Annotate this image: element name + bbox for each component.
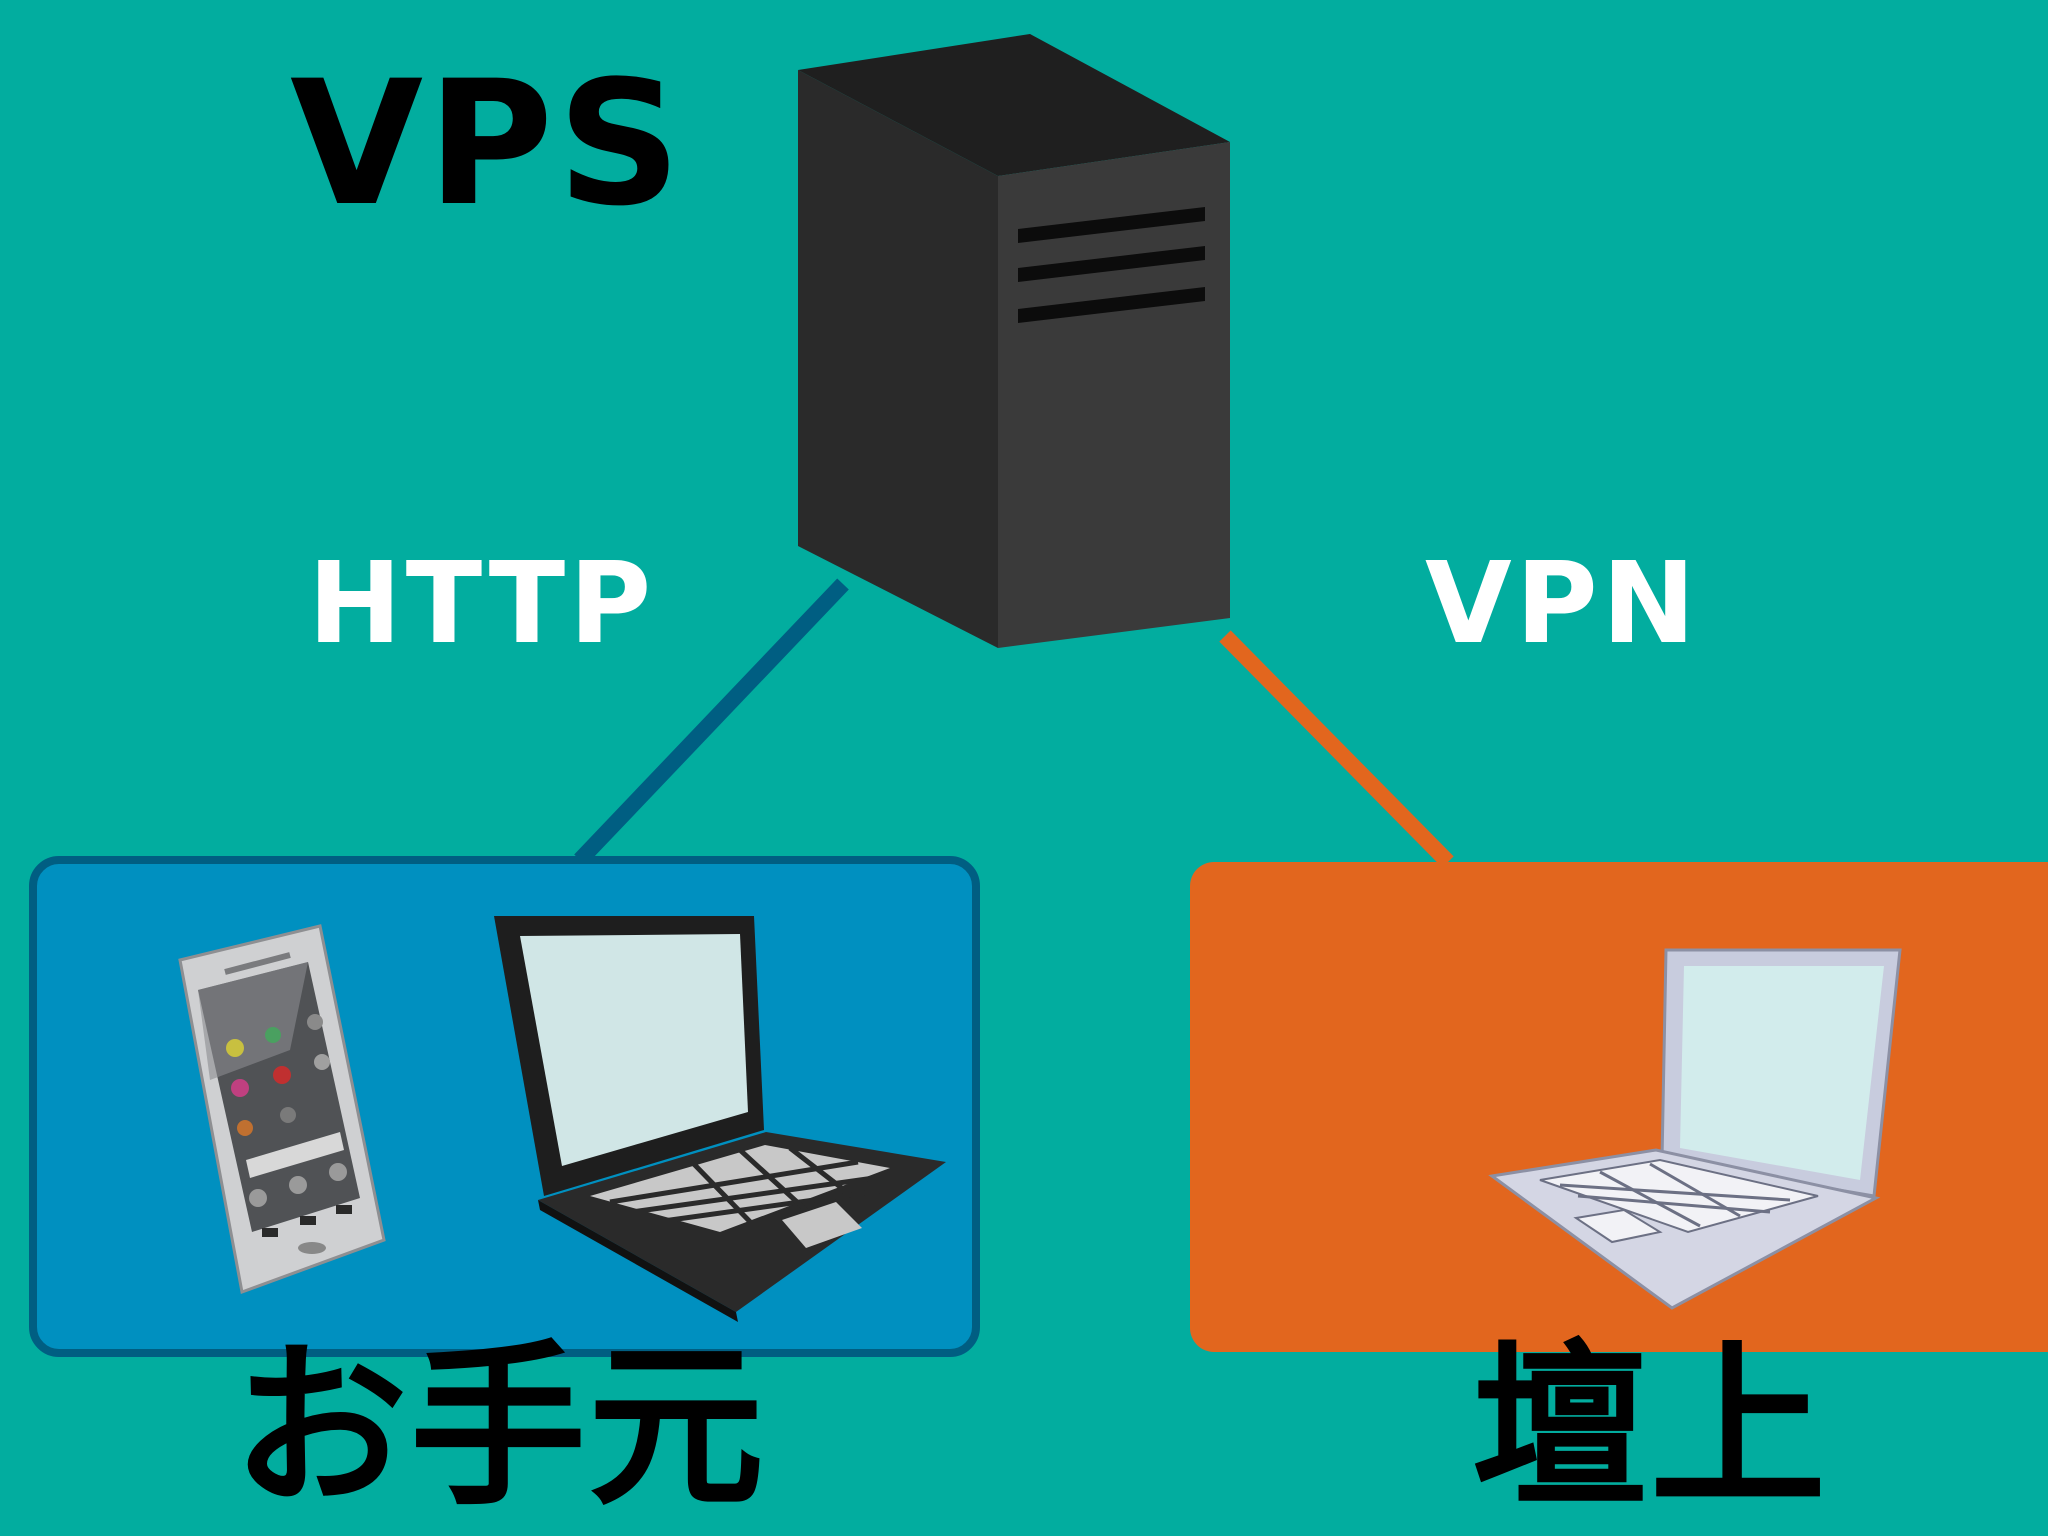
http-connector-line (574, 578, 849, 866)
vpn-link-label: VPN (1425, 539, 1700, 669)
stage-devices-label: 壇上 (1472, 1325, 1829, 1530)
stage-devices-box (1190, 862, 2048, 1352)
smartphone-icon (178, 924, 386, 1295)
vpn-connector-line (1219, 630, 1454, 868)
http-link-label: HTTP (308, 539, 656, 669)
server-tower-icon (798, 34, 1230, 648)
laptop-icon (494, 916, 946, 1322)
local-devices-label: お手元 (232, 1325, 767, 1530)
laptop-icon (1488, 948, 1902, 1310)
vps-title: VPS (290, 43, 686, 244)
